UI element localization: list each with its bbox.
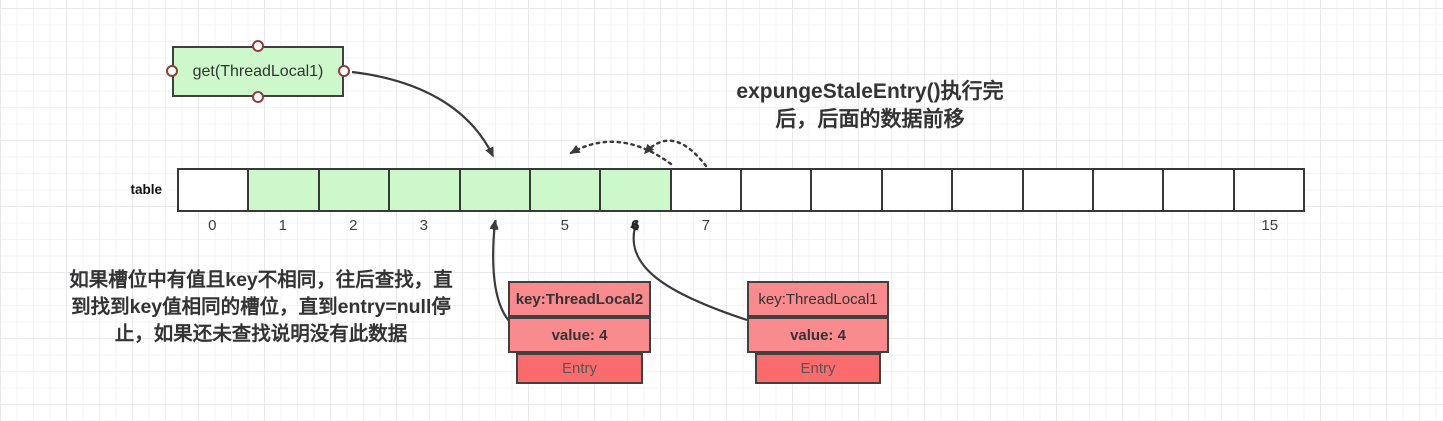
table-cell-14[interactable]	[1164, 170, 1235, 210]
index-label-5: 5	[560, 217, 569, 234]
entry-value-row[interactable]: value: 4	[508, 317, 651, 353]
note-line-3: 止，如果还未查找说明没有此数据	[114, 323, 408, 345]
index-label-3: 3	[419, 217, 428, 234]
entry-key-row[interactable]: key:ThreadLocal1	[747, 281, 889, 317]
dotted-arrow-slot6-to-slot5	[569, 140, 673, 166]
entry-value-row[interactable]: value: 4	[747, 317, 889, 353]
connection-handle-right[interactable]	[338, 65, 350, 77]
connection-handle-bottom[interactable]	[252, 91, 264, 103]
table-index-labels: 0 1 2 3 4 5 6 7 15	[177, 217, 1305, 237]
index-label-4: 4	[490, 217, 499, 234]
index-label-1: 1	[278, 217, 287, 234]
arrow-get-to-slot4	[351, 70, 494, 158]
table-cell-8[interactable]	[742, 170, 813, 210]
table-cell-4[interactable]	[460, 170, 531, 210]
table-cell-0[interactable]	[179, 170, 250, 210]
index-label-2: 2	[349, 217, 358, 234]
table-cell-13[interactable]	[1093, 170, 1165, 210]
table-cell-1[interactable]	[249, 170, 320, 210]
title-line-2: 后，后面的数据前移	[775, 108, 965, 131]
entry-footer[interactable]: Entry	[516, 353, 643, 384]
entry-footer[interactable]: Entry	[755, 353, 881, 384]
table-cell-7[interactable]	[671, 170, 742, 210]
note-line-1: 如果槽位中有值且key不相同，往后查找，直	[69, 269, 453, 291]
table-label: table	[130, 182, 162, 197]
entry-box-threadlocal1[interactable]: key:ThreadLocal1 value: 4 Entry	[747, 281, 889, 384]
index-label-7: 7	[701, 217, 710, 234]
table-cell-11[interactable]	[953, 170, 1024, 210]
connection-handle-top[interactable]	[252, 40, 264, 52]
index-label-0: 0	[208, 217, 217, 234]
expunge-title-text[interactable]: expungeStaleEntry()执行完 后，后面的数据前移	[670, 78, 1070, 134]
table-cell-3[interactable]	[390, 170, 461, 210]
table-cell-12[interactable]	[1023, 170, 1094, 210]
dotted-arrow-slot7-to-slot6	[643, 139, 708, 168]
note-line-2: 到找到key值相同的槽位，直到entry=null停	[71, 296, 451, 318]
index-label-6: 6	[631, 217, 640, 234]
table-cell-9[interactable]	[812, 170, 883, 210]
table-cell-5[interactable]	[530, 170, 602, 210]
table-cell-10[interactable]	[882, 170, 954, 210]
threadlocal-table-array[interactable]	[177, 168, 1305, 212]
title-line-1: expungeStaleEntry()执行完	[736, 80, 1004, 103]
table-cell-15[interactable]	[1234, 170, 1303, 210]
table-cell-6[interactable]	[601, 170, 672, 210]
lookup-note-text[interactable]: 如果槽位中有值且key不相同，往后查找，直 到找到key值相同的槽位，直到ent…	[20, 267, 502, 348]
entry-key-row[interactable]: key:ThreadLocal2	[508, 281, 651, 317]
index-label-15: 15	[1261, 217, 1279, 234]
entry-box-threadlocal2[interactable]: key:ThreadLocal2 value: 4 Entry	[508, 281, 651, 384]
connection-handle-left[interactable]	[166, 65, 178, 77]
get-box-label: get(ThreadLocal1)	[192, 62, 324, 80]
get-threadlocal1-box[interactable]: get(ThreadLocal1)	[172, 46, 344, 97]
table-cell-2[interactable]	[319, 170, 391, 210]
